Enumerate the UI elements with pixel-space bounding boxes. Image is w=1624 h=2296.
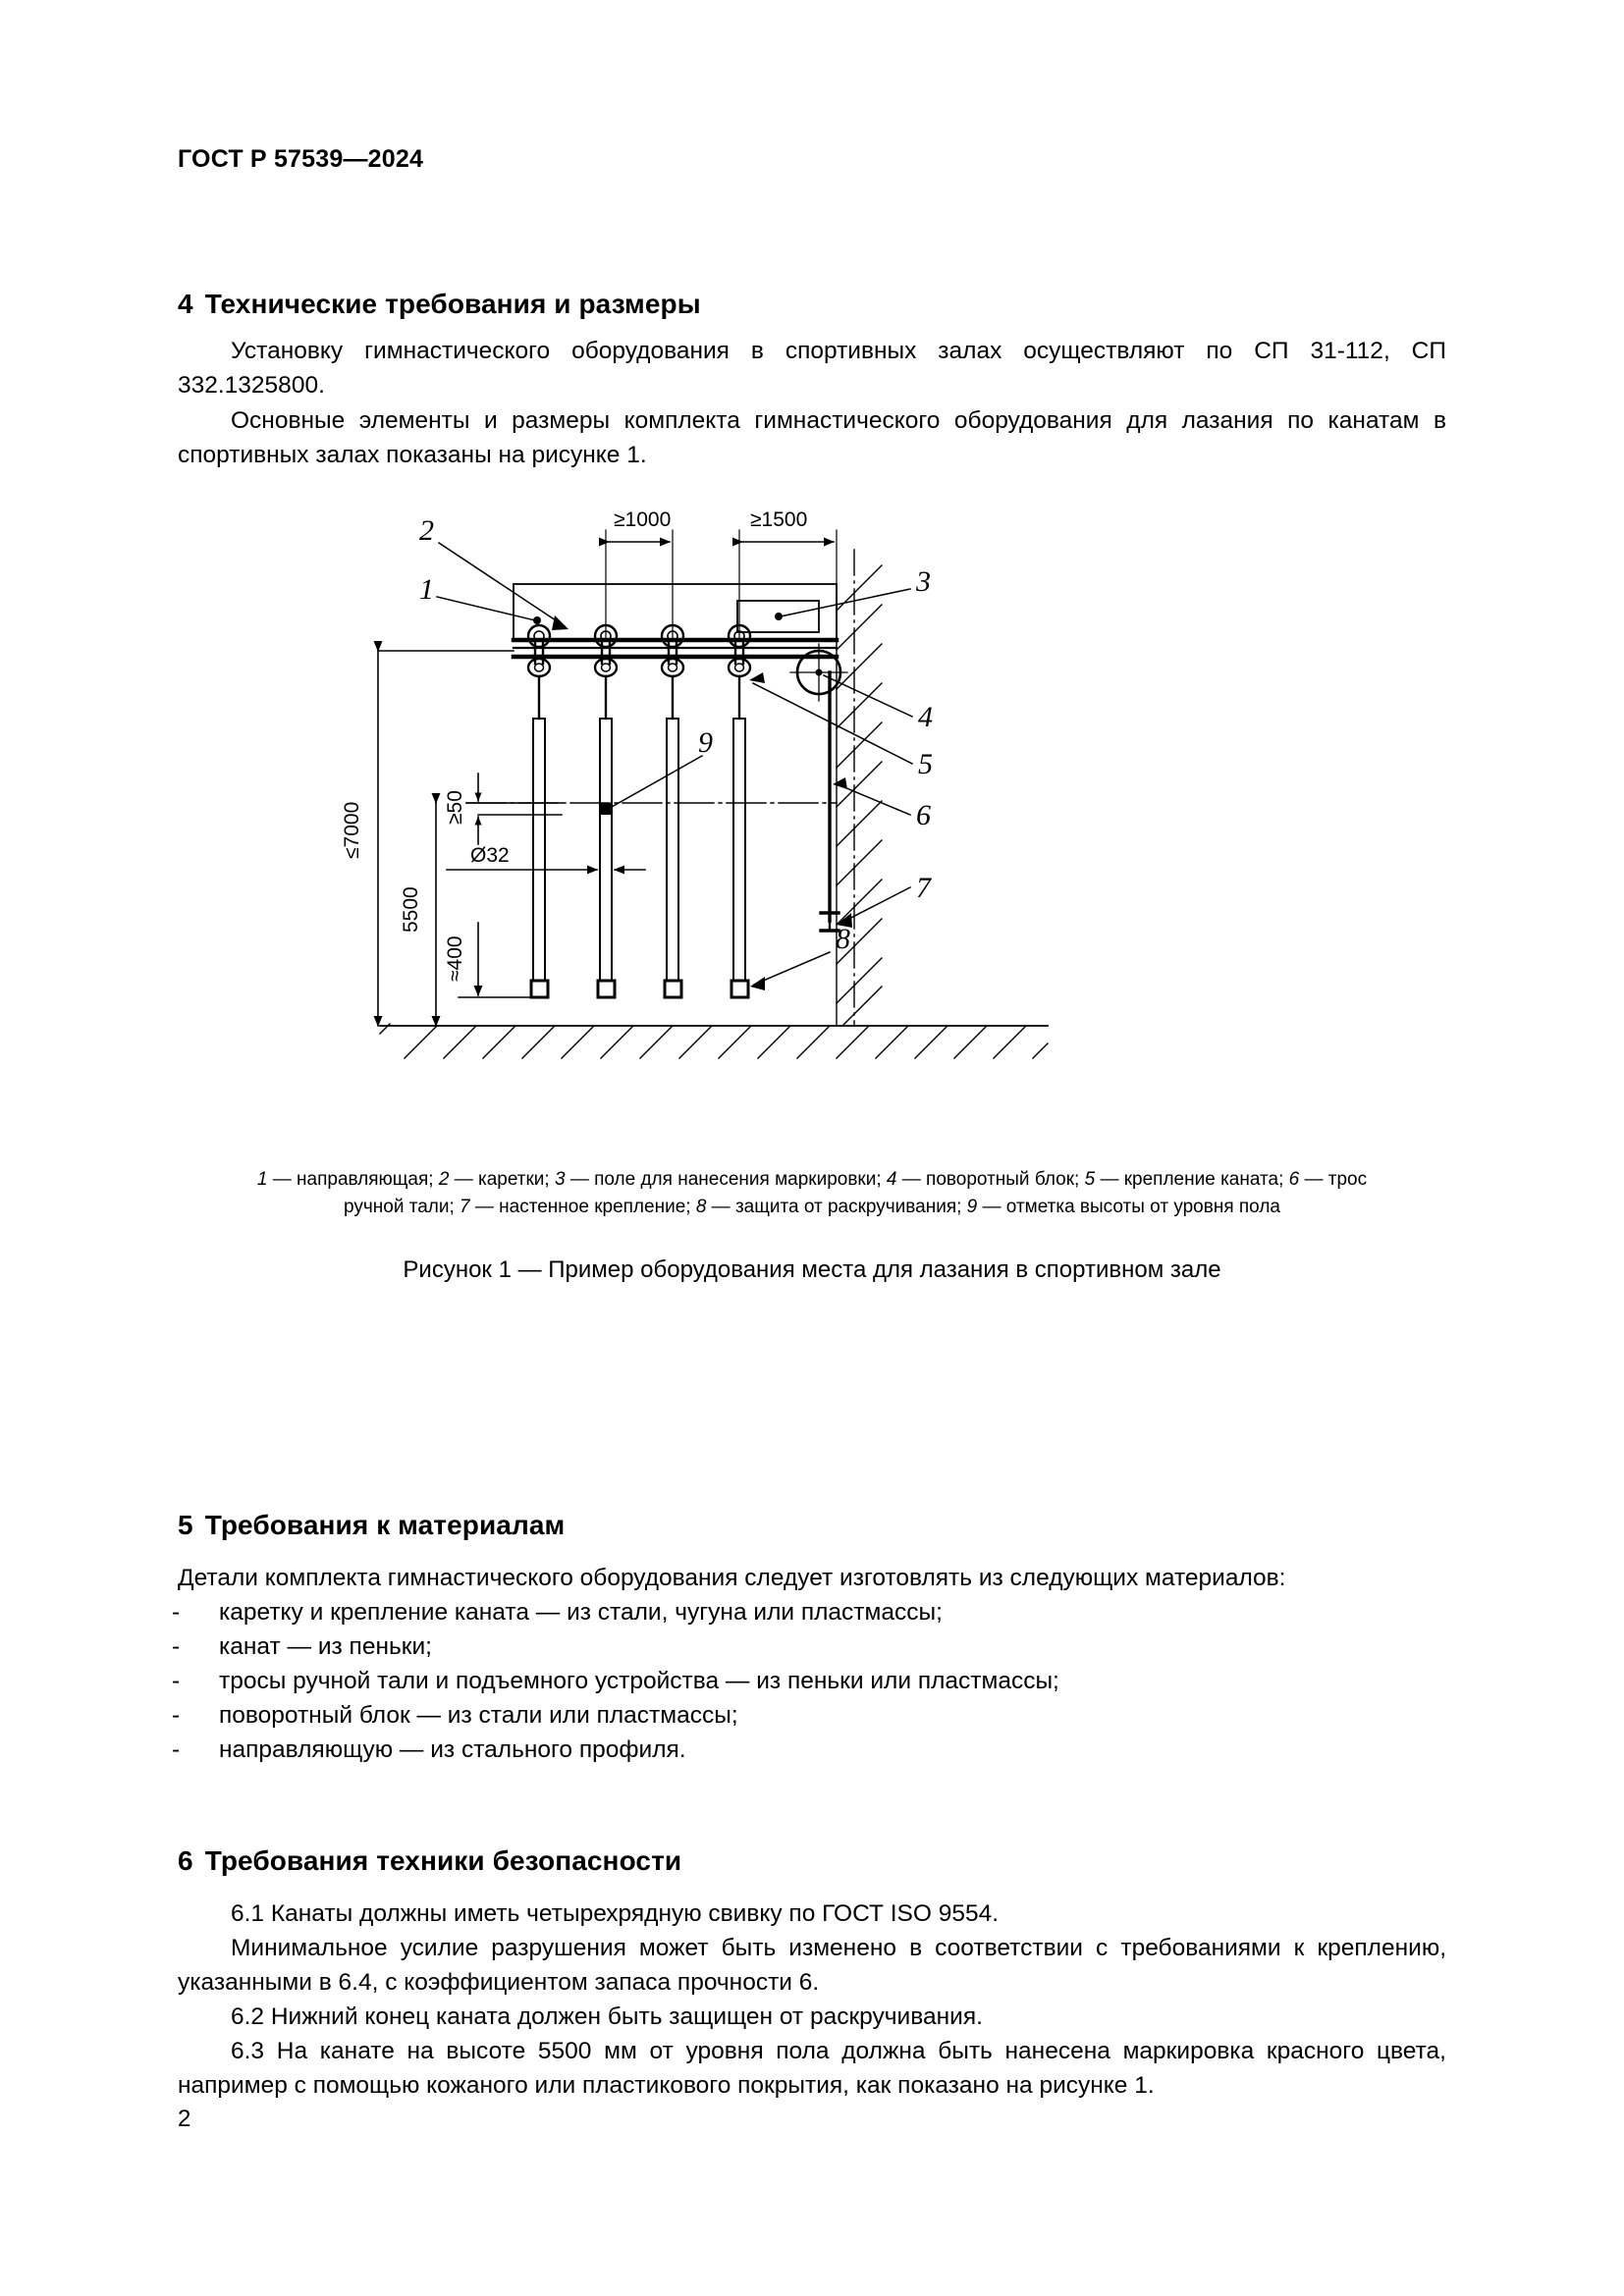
rope-assembly-1 — [526, 623, 552, 999]
list-dash: - — [172, 1702, 181, 1729]
rope-assembly-2 — [593, 623, 619, 999]
section-6-number: 6 — [178, 1845, 193, 1876]
figure-caption: Рисунок 1 — Пример оборудования места дл… — [403, 1256, 1221, 1283]
dimension-label-spacing-wall: ≥1500 — [750, 508, 807, 531]
rope-assembly-3 — [660, 623, 685, 999]
callout-number-6: 6 — [916, 799, 931, 831]
section-5-number: 5 — [178, 1510, 193, 1540]
material-list-item-text: канат — из пеньки; — [219, 1633, 432, 1660]
section-6-clause-6-3: 6.3 На канате на высоте 5500 мм от уровн… — [178, 2038, 1446, 2099]
dimension-label-bottom-clearance: ≈400 — [444, 935, 466, 982]
figure-1-drawing: ≥1000 ≥1500 ≤7000 5500 ≥50 Ø32 ≈400 2 1 … — [341, 508, 1049, 1059]
legend-item-number: 6 — [1288, 1169, 1300, 1190]
section-4-title: Технические требования и размеры — [204, 289, 701, 319]
dimension-label-marking-band: ≥50 — [444, 790, 466, 825]
section-6-title: Требования техники безопасности — [204, 1845, 682, 1876]
material-list-item: - направляющую — из стального профиля. — [172, 1733, 1446, 1767]
wall-mount-bracket — [819, 911, 840, 933]
section-6-heading: 6 Требования техники безопасности — [178, 1845, 681, 1877]
legend-item-number: 1 — [256, 1169, 268, 1190]
turning-block-pulley — [789, 643, 848, 702]
dimension-label-spacing-ropes: ≥1000 — [614, 508, 671, 531]
legend-item-number: 8 — [695, 1197, 707, 1217]
list-dash: - — [172, 1599, 181, 1626]
section-6-note: Минимальное усилие разрушения может быть… — [178, 1935, 1446, 1996]
section-5-title: Требования к материалам — [204, 1510, 566, 1540]
callout-number-7: 7 — [916, 872, 933, 904]
legend-item-number: 5 — [1084, 1169, 1096, 1190]
callout-leaders — [436, 541, 914, 990]
callout-number-8: 8 — [836, 923, 850, 955]
rope-assembly-4 — [727, 623, 752, 999]
callout-number-4: 4 — [918, 701, 933, 733]
material-list-item: - тросы ручной тали и подъемного устройст… — [172, 1664, 1446, 1698]
figure-legend-line-1: 1 — направляющая; 2 — каретки; 3 — поле … — [256, 1169, 1368, 1190]
figure-legend-line-2: ручной тали; 7 — настенное крепление; 8 … — [344, 1197, 1280, 1217]
dimension-label-marking-height: 5500 — [400, 886, 422, 933]
dimension-bottom-clearance — [458, 922, 532, 998]
material-list-item-text: поворотный блок — из стали или пластмасс… — [219, 1702, 738, 1729]
callout-number-1: 1 — [419, 573, 434, 606]
material-list-item-text: каретку и крепление каната — из стали, ч… — [219, 1599, 943, 1626]
material-list-item: - поворотный блок — из стали или пластмас… — [172, 1698, 1446, 1733]
dimension-label-total-height: ≤7000 — [341, 802, 363, 859]
section-5-material-list: - каретку и крепление каната — из стали, … — [172, 1595, 1446, 1767]
list-dash: - — [172, 1736, 181, 1763]
callout-number-9: 9 — [698, 726, 713, 759]
section-4-number: 4 — [178, 289, 193, 319]
page-number: 2 — [178, 2106, 191, 2132]
legend-item-number: 9 — [966, 1197, 978, 1217]
figure-legend: 1 — направляющая; 2 — каретки; 3 — поле … — [178, 1166, 1446, 1221]
list-dash: - — [172, 1633, 181, 1660]
marking-field — [736, 600, 820, 633]
document-header: ГОСТ Р 57539—2024 — [178, 145, 424, 173]
figure-1: ≥1000 ≥1500 ≤7000 5500 ≥50 Ø32 ≈400 2 1 … — [178, 491, 1446, 1284]
legend-item-number: 2 — [438, 1169, 450, 1190]
material-list-item-text: тросы ручной тали и подъемного устройств… — [219, 1668, 1059, 1694]
legend-item-number: 3 — [554, 1169, 566, 1190]
material-list-item-text: направляющую — из стального профиля. — [219, 1736, 686, 1763]
dimension-label-rope-diameter: Ø32 — [470, 844, 510, 867]
dimension-spacing-wall — [732, 529, 838, 641]
legend-item-number: 7 — [460, 1197, 470, 1217]
section-4-heading: 4 Технические требования и размеры — [178, 289, 701, 320]
material-list-item: - канат — из пеньки; — [172, 1629, 1446, 1664]
list-dash: - — [172, 1668, 181, 1694]
section-6-clause-6-1: 6.1 Канаты должны иметь четырехрядную св… — [231, 1900, 1000, 1927]
section-5-intro: Детали комплекта гимнастического оборудо… — [178, 1565, 1286, 1591]
floor-hatching — [379, 1023, 1049, 1059]
carriage-and-rope-group — [526, 623, 752, 999]
section-4-paragraph-1: Установку гимнастического оборудования в… — [178, 338, 1446, 399]
dimension-spacing-ropes — [599, 529, 674, 641]
wall-hatching — [836, 549, 883, 1027]
section-4-paragraph-2: Основные элементы и размеры комплекта ги… — [178, 407, 1446, 468]
material-list-item: - каретку и крепление каната — из стали, … — [172, 1595, 1446, 1629]
page-content: ГОСТ Р 57539—2024 4 Технические требовани… — [172, 0, 1446, 2296]
callout-number-2: 2 — [419, 514, 434, 547]
callout-number-3: 3 — [915, 565, 931, 598]
section-5-heading: 5 Требования к материалам — [178, 1510, 565, 1541]
section-6-clause-6-2: 6.2 Нижний конец каната должен быть защи… — [231, 2003, 983, 2030]
legend-item-number: 4 — [886, 1169, 897, 1190]
callout-number-5: 5 — [918, 748, 933, 780]
